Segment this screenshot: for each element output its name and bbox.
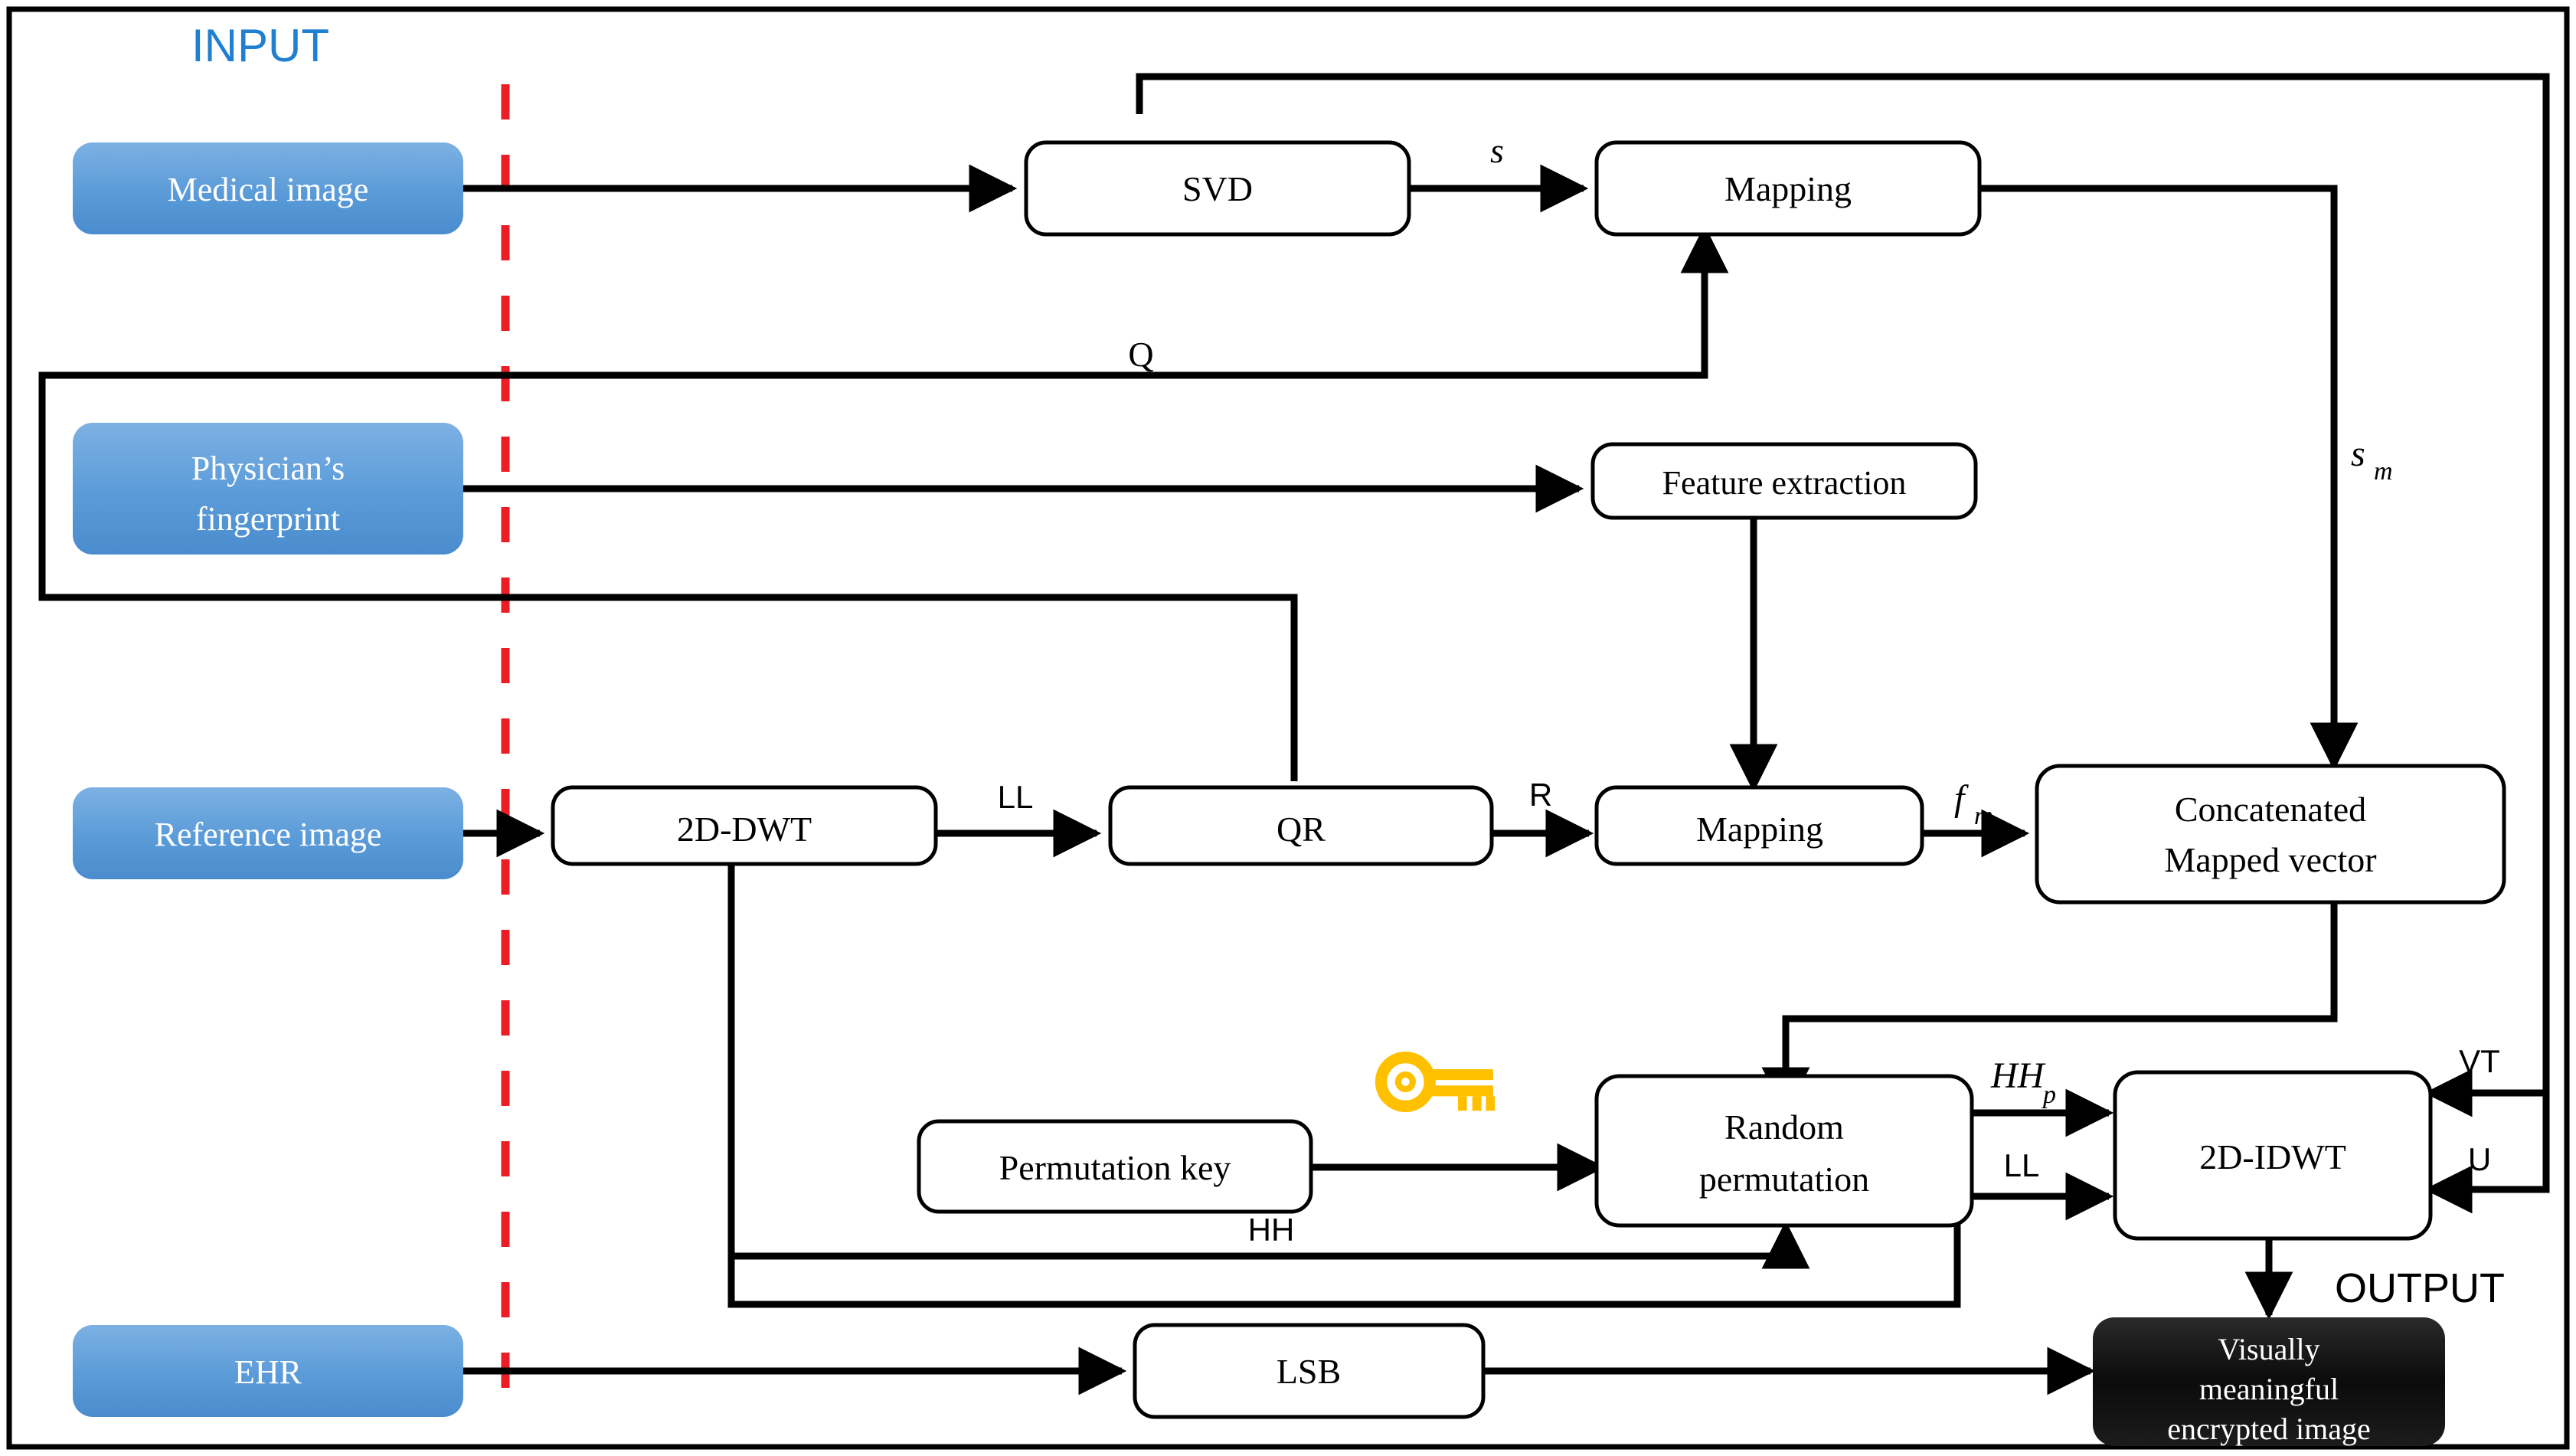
node-label: Medical image (168, 171, 369, 208)
node-random-permutation[interactable]: Random permutation (1594, 1074, 1974, 1228)
node-feature-extraction[interactable]: Feature extraction (1590, 442, 1978, 520)
edge-mapping-to-concat (1826, 185, 2359, 771)
edge-label-r: R (1529, 777, 1552, 813)
node-label-line2: fingerprint (196, 500, 340, 538)
edge-label-hh-p: HH p (1990, 1055, 2056, 1109)
edge-layer (38, 73, 2550, 1395)
edge-svd-top-rail (1136, 73, 2550, 1093)
node-2d-idwt[interactable]: 2D-IDWT (2113, 1070, 2433, 1241)
edge-label-s: s (1490, 131, 1504, 170)
node-mapping-mid[interactable]: Mapping (1594, 785, 1924, 866)
edge-label-f-m-base: f (1954, 778, 1969, 819)
edge-label-hh-p-base: HH (1990, 1055, 2046, 1096)
edge-label-hh: HH (1248, 1212, 1295, 1248)
edge-label-s-m: s m (2351, 434, 2393, 486)
edge-concat-to-permutation (1761, 902, 2338, 1116)
edge-label-ll-1: LL (998, 779, 1034, 815)
node-2d-dwt[interactable]: 2D-DWT (551, 785, 938, 866)
node-label: 2D-IDWT (2199, 1137, 2346, 1176)
node-physicians-fingerprint[interactable]: Physician’s fingerprint (73, 423, 463, 555)
node-label-line1: Visually (2218, 1332, 2319, 1366)
node-medical-image[interactable]: Medical image (73, 142, 463, 234)
output-label: OUTPUT (2335, 1265, 2505, 1311)
node-label-line1: Physician’s (191, 450, 345, 487)
node-label-line1: Concatenated (2175, 790, 2366, 829)
node-label: EHR (234, 1353, 302, 1391)
node-label-line2: permutation (1699, 1160, 1869, 1199)
edge-label-u: U (2468, 1141, 2491, 1177)
node-label: Feature extraction (1662, 464, 1907, 502)
edge-dwt-ll-to-idwt (727, 864, 2114, 1308)
node-label-line1: Random (1724, 1108, 1844, 1147)
node-lsb[interactable]: LSB (1133, 1323, 1486, 1419)
outer-frame (6, 6, 2570, 1450)
node-label: Mapping (1724, 169, 1852, 208)
node-visually-meaningful-encrypted-image[interactable]: Visually meaningful encrypted image (2093, 1317, 2445, 1446)
edge-u-to-idwt (2424, 1093, 2550, 1214)
node-label: SVD (1182, 169, 1253, 208)
node-label-line2: Mapped vector (2164, 840, 2376, 879)
edge-label-f-m-sub: m (1974, 802, 1993, 830)
node-label-line2: meaningful (2199, 1372, 2339, 1406)
key-icon (1375, 1051, 1496, 1113)
node-mapping-top[interactable]: Mapping (1594, 140, 1982, 237)
edge-label-q: Q (1128, 335, 1153, 374)
node-label: Permutation key (999, 1148, 1231, 1187)
node-permutation-key[interactable]: Permutation key (917, 1119, 1313, 1214)
edge-label-hh-p-sub: p (2042, 1081, 2056, 1109)
edge-label-vt: VT (2459, 1043, 2500, 1079)
edge-label-ll-2: LL (2004, 1147, 2040, 1183)
node-ehr[interactable]: EHR (73, 1325, 463, 1417)
node-label-line3: encrypted image (2167, 1412, 2370, 1446)
node-label: LSB (1277, 1352, 1341, 1391)
edge-label-s-m-sub: m (2374, 457, 2393, 486)
node-concatenated-mapped-vector[interactable]: Concatenated Mapped vector (2035, 764, 2506, 905)
node-label: Mapping (1696, 810, 1823, 849)
node-label: QR (1277, 810, 1326, 849)
edge-label-f-m: f m (1954, 778, 1993, 830)
node-reference-image[interactable]: Reference image (73, 787, 463, 879)
node-label: 2D-DWT (677, 810, 812, 849)
node-svd[interactable]: SVD (1024, 140, 1411, 237)
input-label: INPUT (191, 20, 329, 71)
node-qr[interactable]: QR (1108, 785, 1494, 866)
edge-q-feedback (38, 224, 1729, 781)
node-label: Reference image (155, 816, 382, 853)
edge-label-s-m-base: s (2351, 434, 2365, 474)
